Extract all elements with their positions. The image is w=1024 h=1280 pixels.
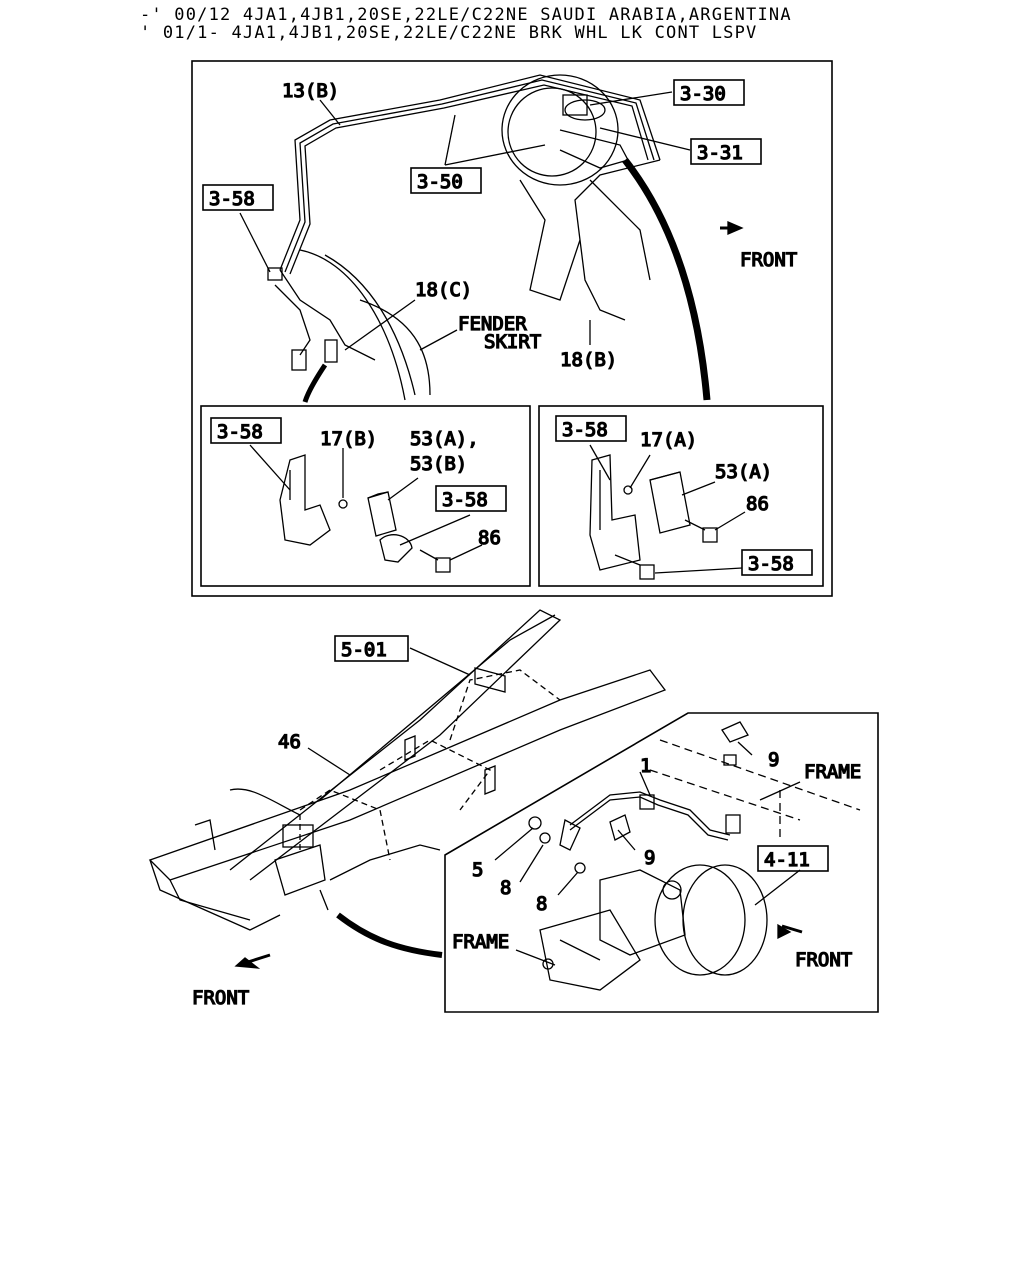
label-17b: 17(B) [320,428,377,450]
detail-leader-left [302,363,328,403]
ref-box-5-01[interactable] [334,635,409,662]
label-53b: 53(B) [410,453,467,475]
top-panel-frame [191,60,833,597]
label-53a-comma: 53(A), [410,428,479,450]
right-bracket [589,454,718,580]
ref-box-4-11[interactable] [757,845,829,872]
ref-box-3-58[interactable] [202,184,274,211]
ref-3-50-text[interactable]: 3-50 [416,170,463,193]
front-label-detail: FRONT [795,949,852,971]
label-17a: 17(A) [640,429,697,451]
ref-3-31-text[interactable]: 3-31 [696,141,743,164]
frame-label-top: FRAME [804,761,861,783]
detail-left-ref-2[interactable]: 3-58 [441,488,488,511]
detail-right-frame [538,405,824,587]
detail-left-frame [200,405,531,587]
label-5: 5 [472,859,483,881]
ref-box-3-31[interactable] [690,138,762,165]
frame-label-bottom: FRAME [452,931,509,953]
ref-box-3-50[interactable] [410,167,482,194]
label-53a: 53(A) [715,461,772,483]
header-line-1: -' 00/12 4JA1,4JB1,20SE,22LE/C22NE SAUDI… [140,5,792,25]
label-8-left: 8 [500,877,511,899]
header-line-2: ' 01/1- 4JA1,4JB1,20SE,22LE/C22NE BRK WH… [140,23,758,43]
fender-skirt [299,249,431,401]
label-18b: 18(B) [560,349,617,371]
brake-booster [501,74,651,301]
label-1: 1 [640,755,651,777]
front-arrow-bottom-icon [234,957,261,969]
detail-right-ref-2[interactable]: 3-58 [747,552,794,575]
label-18c: 18(C) [415,279,472,301]
detail-right-ref[interactable]: 3-58 [561,418,608,441]
label-46: 46 [278,731,301,753]
label-13b: 13(B) [282,80,339,102]
fender-label-1: FENDER [458,313,527,335]
bottom-detail-leader [336,912,443,958]
ref-5-01-text[interactable]: 5-01 [340,638,387,661]
label-9-bottom: 9 [644,847,655,869]
detail-left-ref-box[interactable] [210,417,282,444]
label-86-left: 86 [478,527,501,549]
fender-label-2: SKIRT [484,331,541,353]
label-9-top: 9 [768,749,779,771]
ref-3-58-text[interactable]: 3-58 [208,187,255,210]
detail-right-ref-box-2[interactable] [741,549,813,576]
chassis-frame [148,609,667,931]
detail-left-ref-box-2[interactable] [435,485,507,512]
bottom-detail-frame [444,712,879,1013]
ref-3-30-text[interactable]: 3-30 [679,82,726,105]
left-bracket [279,454,451,573]
detail-left-ref[interactable]: 3-58 [216,420,263,443]
detail-right-ref-box[interactable] [555,415,627,442]
front-label-top: FRONT [740,249,797,271]
ref-4-11-text[interactable]: 4-11 [763,848,810,871]
detail-leader-right [622,157,711,401]
front-label-bottom: FRONT [192,987,249,1009]
bottom-detail-parts [528,721,861,991]
front-arrow-detail-icon [777,923,792,940]
ref-box-3-30[interactable] [673,79,745,106]
label-86-right: 86 [746,493,769,515]
label-8-right: 8 [536,893,547,915]
brake-pipes [267,74,661,371]
